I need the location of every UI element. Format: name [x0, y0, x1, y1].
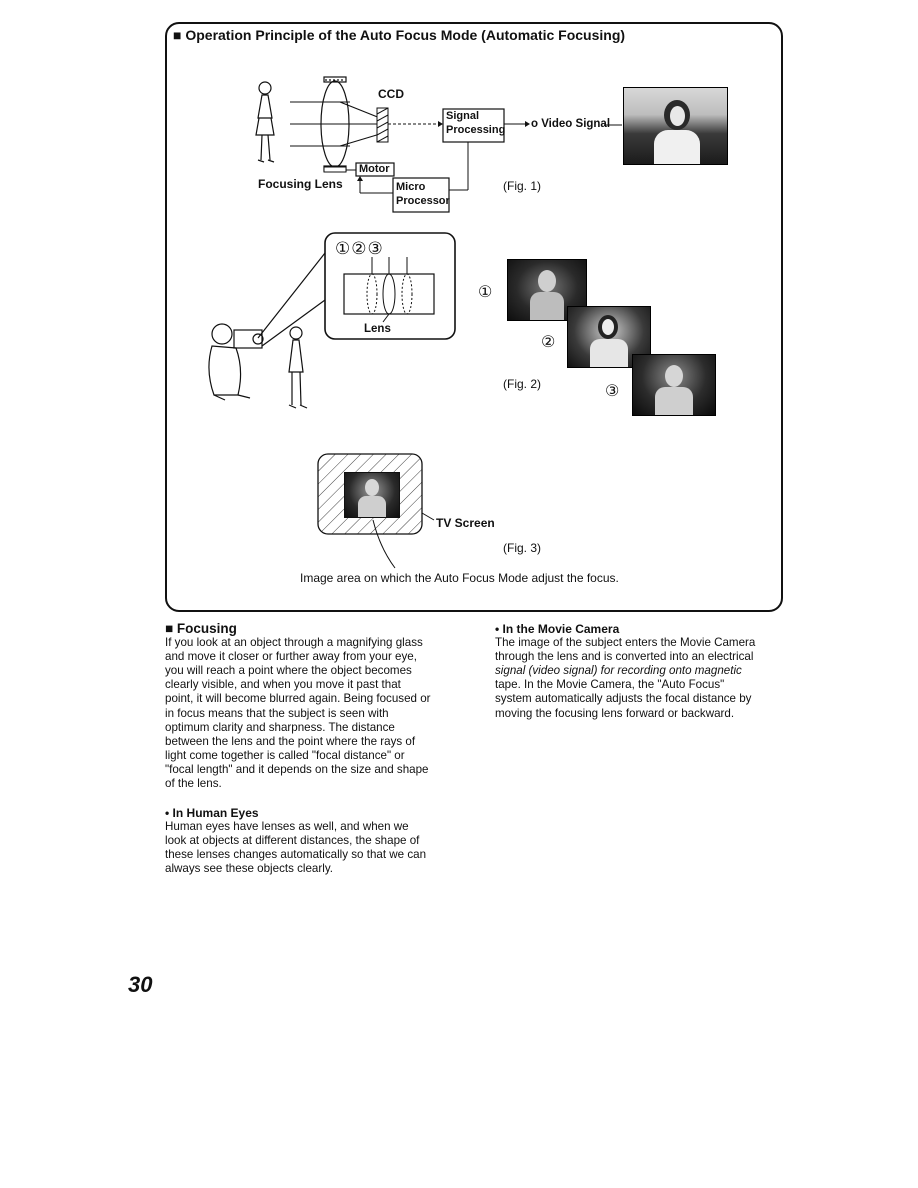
- frame-title: ■ Operation Principle of the Auto Focus …: [173, 27, 626, 43]
- motor-box: [355, 162, 395, 177]
- focusing-line: point, it will become blurred again. Bei…: [165, 692, 431, 706]
- lens-mark-1: ①: [335, 239, 352, 258]
- movie-camera-line: moving the focusing lens forward or back…: [495, 706, 735, 720]
- human-eyes-section: • In Human Eyes Human eyes have lenses a…: [165, 806, 475, 876]
- focusing-line: clearly visible, and when you move it pa…: [165, 678, 401, 692]
- focusing-section: ■ Focusing If you look at an object thro…: [165, 621, 475, 791]
- fig1-caption: (Fig. 1): [503, 179, 542, 193]
- lens-label: Lens: [364, 323, 391, 335]
- woman-figure-icon: [255, 81, 275, 163]
- focus-area-photo: [344, 472, 400, 518]
- focusing-line: and move it closer or further away from …: [165, 650, 417, 664]
- signal-processing-box: [442, 108, 505, 143]
- ccd-block: [376, 107, 389, 143]
- fig2-caption: (Fig. 2): [503, 377, 542, 391]
- focus-photo-3: [632, 354, 716, 416]
- lens-position-marks: ①②③: [335, 239, 384, 259]
- photo-mark-1: ①: [478, 284, 493, 301]
- fig3-caption: (Fig. 3): [503, 541, 542, 555]
- focusing-line: light come together is called "focal dis…: [165, 748, 405, 762]
- human-eyes-line: these lenses changes automatically so th…: [165, 848, 427, 862]
- micro-processor-box: [392, 177, 450, 213]
- focusing-line: you will reach a point where the object …: [165, 664, 412, 678]
- photo-mark-2: ②: [541, 334, 556, 351]
- human-eyes-heading: • In Human Eyes: [165, 806, 259, 820]
- tv-screen-label: TV Screen: [436, 516, 495, 530]
- page-number: 30: [128, 972, 153, 997]
- focusing-line: If you look at an object through a magni…: [165, 636, 423, 650]
- movie-camera-line: through the lens and is converted into a…: [495, 650, 754, 664]
- movie-camera-section: • In the Movie Camera The image of the s…: [495, 622, 795, 721]
- signal-label: Signal: [446, 110, 480, 122]
- movie-camera-line: system automatically adjusts the focal d…: [495, 692, 752, 706]
- human-eyes-line: Human eyes have lenses as well, and when…: [165, 820, 409, 834]
- video-signal-label: o Video Signal: [531, 118, 611, 130]
- motor-label: Motor: [359, 163, 390, 175]
- micro-label: Micro: [396, 181, 426, 193]
- processor-label: Processor: [396, 195, 450, 207]
- focusing-line: of the lens.: [165, 777, 222, 791]
- focus-photo-1: [507, 259, 587, 321]
- human-eyes-line: look at objects at different distances, …: [165, 834, 420, 848]
- lens-mark-3: ③: [367, 239, 384, 258]
- lens-mark-2: ②: [351, 239, 368, 258]
- focusing-lens-label: Focusing Lens: [258, 177, 343, 191]
- human-eyes-line: always see these objects clearly.: [165, 862, 333, 876]
- movie-camera-heading: • In the Movie Camera: [495, 622, 620, 636]
- processing-label: Processing: [446, 124, 506, 136]
- focusing-line: optimum clarity and sharpness. The dista…: [165, 720, 395, 734]
- movie-camera-line: The image of the subject enters the Movi…: [495, 636, 756, 650]
- focusing-line: "focal length" and it depends on the siz…: [165, 762, 429, 776]
- movie-camera-line: tape. In the Movie Camera, the "Auto Foc…: [495, 678, 725, 692]
- camera-operator-icon: [208, 323, 264, 401]
- photo-mark-3: ③: [605, 383, 620, 400]
- focusing-heading: ■ Focusing: [165, 621, 237, 636]
- ccd-label: CCD: [378, 87, 404, 101]
- video-signal-photo: [623, 87, 728, 165]
- focus-photo-2: [567, 306, 651, 368]
- subject-woman-icon: [288, 326, 308, 409]
- focusing-line: in focus means that the subject is seen …: [165, 706, 389, 720]
- movie-camera-line: signal (video signal) for recording onto…: [495, 664, 742, 678]
- figure-frame: [165, 22, 783, 612]
- focusing-line: between the lens and the point where the…: [165, 734, 416, 748]
- fig3-note: Image area on which the Auto Focus Mode …: [300, 571, 619, 585]
